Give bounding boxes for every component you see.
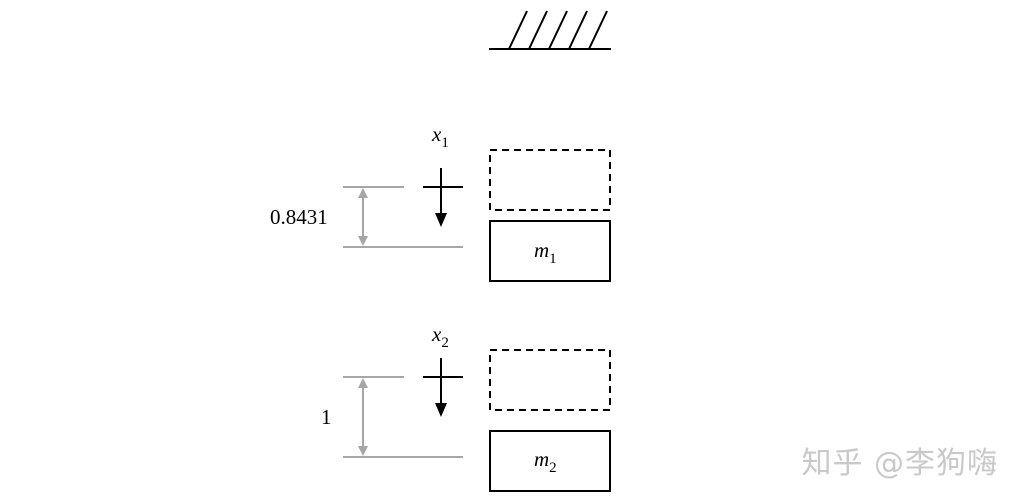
fixed-support: [489, 10, 611, 50]
displacement-x2-arrow: [423, 358, 463, 417]
displacement-x2-label: x2: [431, 322, 449, 351]
mass2-label: m2: [534, 447, 557, 476]
mass1-label: m1: [534, 238, 557, 267]
displacement-x1-arrow: [423, 168, 463, 227]
watermark: 知乎 @李狗嗨: [801, 446, 998, 481]
mass2-displaced-outline: [489, 349, 611, 411]
mass1-displaced-outline: [489, 149, 611, 211]
amplitude1-dimension: [343, 186, 463, 248]
mass2-box: [489, 430, 611, 492]
amplitude2-value: 1: [321, 405, 332, 429]
mass1-box: [489, 220, 611, 282]
amplitude2-dimension: [343, 376, 463, 458]
displacement-x1-label: x1: [431, 122, 449, 151]
amplitude1-value: 0.8431: [270, 205, 328, 229]
